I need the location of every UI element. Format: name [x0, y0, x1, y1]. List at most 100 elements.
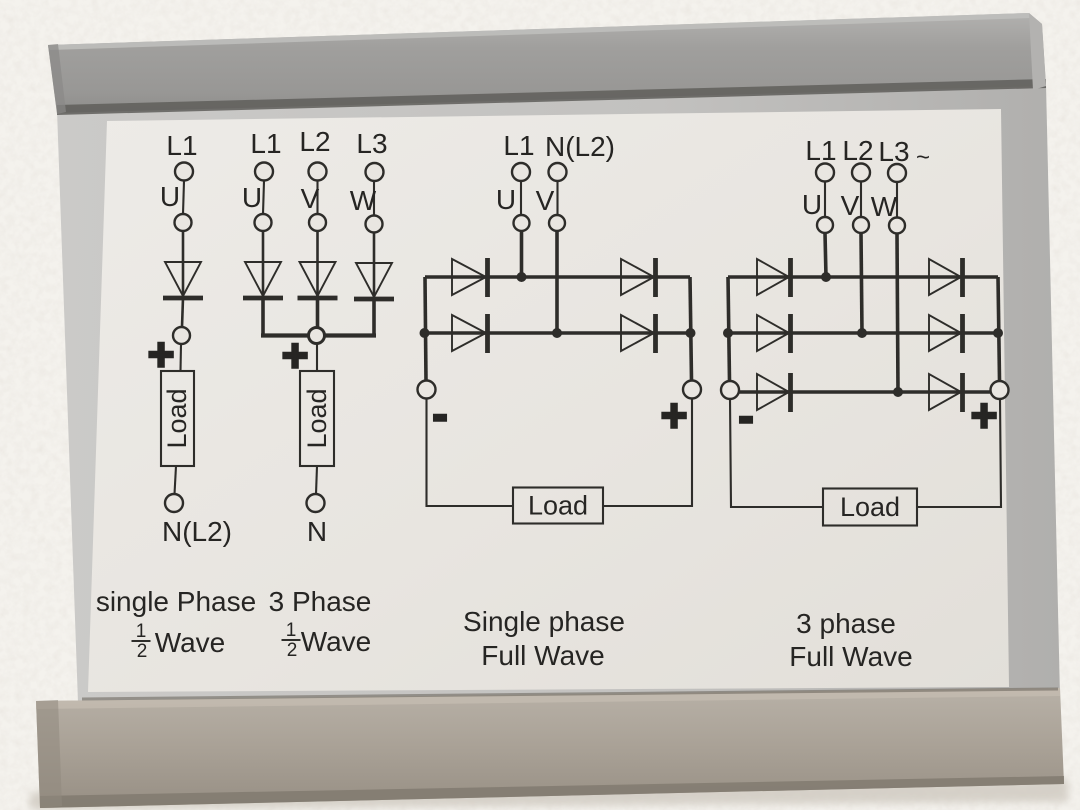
terminal-circle — [547, 213, 567, 233]
diode-icon — [928, 313, 963, 353]
terminal-circle — [850, 162, 872, 183]
load-wire — [425, 398, 513, 508]
terminal-label-U: U — [496, 184, 516, 215]
diode-icon — [928, 372, 963, 412]
diode-icon — [297, 261, 338, 299]
terminal-label-W: W — [350, 185, 377, 216]
load-wire — [728, 398, 823, 509]
circuit-captions: single Phase 1 2 Wave 3 Phase 1 2 Wave S… — [96, 586, 913, 672]
diode-icon — [620, 313, 656, 353]
terminal-label-W: W — [871, 191, 898, 222]
junction-dot — [419, 328, 430, 338]
plus-sign: + — [282, 329, 309, 381]
junction-dot — [993, 328, 1003, 338]
junction-dot — [685, 328, 696, 338]
terminal-label-L1: L1 — [166, 130, 197, 161]
terminal-label-L3: L3 — [878, 136, 909, 167]
terminal-label-L3: L3 — [356, 128, 387, 159]
terminal-label-V: V — [536, 185, 555, 216]
terminal-label-U: U — [242, 182, 262, 213]
lid-top-highlight — [48, 13, 1031, 50]
rail-top-highlight — [36, 688, 1060, 709]
caption-c2-line1: 3 Phase — [269, 586, 372, 617]
terminal-circle — [719, 379, 741, 401]
terminal-label-L2: L2 — [842, 135, 873, 166]
junction-dot — [857, 328, 867, 338]
circuit-single-phase-half-wave: L1 U + Load N(L2) — [146, 130, 232, 547]
load-label: Load — [840, 492, 900, 522]
diode-icon — [928, 257, 963, 297]
terminal-circle — [307, 212, 328, 233]
diode-icon — [243, 261, 283, 299]
terminal-label-U: U — [160, 181, 180, 212]
load-label: Load — [528, 491, 588, 521]
terminal-label-L1: L1 — [250, 128, 281, 159]
diode-icon — [756, 313, 791, 353]
terminal-circle — [364, 161, 385, 183]
terminal-circle — [171, 325, 192, 346]
lid-bottom-seam — [57, 79, 1046, 115]
terminal-circle — [173, 161, 195, 182]
diode-icon — [756, 372, 791, 412]
terminal-circle — [253, 161, 275, 182]
terminal-circle — [364, 214, 384, 234]
terminal-circle — [512, 213, 531, 233]
terminal-circle — [307, 161, 328, 182]
plus-sign: + — [971, 389, 998, 441]
minus-sign: - — [432, 388, 447, 440]
terminal-circle — [851, 215, 871, 235]
terminal-label-V: V — [301, 183, 320, 214]
terminal-label-U: U — [802, 189, 822, 220]
junction-node-circle — [307, 326, 326, 345]
terminal-circle — [989, 379, 1010, 401]
terminal-circle — [510, 161, 532, 183]
junction-dot — [723, 328, 733, 338]
lid-right-cap — [1029, 13, 1046, 90]
load-box — [821, 487, 919, 527]
caption-c3-line2: Full Wave — [481, 640, 604, 671]
caption-c1-line2: Wave — [155, 627, 226, 658]
terminal-circle — [173, 212, 193, 233]
terminal-circle — [163, 492, 185, 514]
terminal-circle — [815, 215, 835, 235]
terminal-label-V: V — [841, 190, 860, 221]
box-bottom-rail — [36, 688, 1064, 808]
terminal-circle — [253, 212, 273, 233]
terminal-label-L1: L1 — [805, 135, 836, 166]
load-label: Load — [162, 388, 192, 448]
load-wire — [603, 398, 694, 508]
load-label: Load — [302, 388, 332, 448]
rail-bottom-edge — [40, 776, 1064, 808]
diode-icon — [756, 257, 791, 297]
junction-dot — [893, 387, 903, 397]
terminal-circle — [305, 492, 326, 514]
terminal-label-L1: L1 — [503, 130, 534, 161]
terminal-label-N(L2): N(L2) — [545, 131, 615, 162]
rail-left-cap — [36, 700, 62, 808]
terminal-label-L2: L2 — [299, 126, 330, 157]
terminal-label-N(L2): N(L2) — [162, 516, 232, 547]
fraction-numerator: 1 — [136, 621, 147, 642]
terminal-circle — [886, 162, 908, 184]
fraction-denominator: 2 — [137, 641, 148, 662]
terminal-circle — [887, 216, 907, 235]
ac-tilde-mark: ~ — [916, 144, 930, 171]
junction-dot — [552, 328, 562, 338]
fraction-denominator: 2 — [287, 640, 298, 661]
load-wire — [917, 398, 1003, 509]
fraction-numerator: 1 — [286, 620, 297, 641]
terminal-circle — [814, 162, 836, 183]
load-box — [511, 486, 605, 525]
diode-icon — [354, 262, 394, 300]
lid-left-cap — [48, 44, 66, 114]
terminal-circle — [547, 161, 568, 183]
circuit-single-phase-full-wave: L1 N(L2) U V - + Load — [416, 130, 703, 525]
plus-sign: + — [661, 389, 688, 441]
load-box — [159, 369, 196, 468]
caption-c4-line2: Full Wave — [789, 641, 912, 672]
rail-shadow-line — [81, 687, 1059, 701]
diode-icon — [451, 313, 489, 353]
diode-icon — [451, 257, 489, 297]
